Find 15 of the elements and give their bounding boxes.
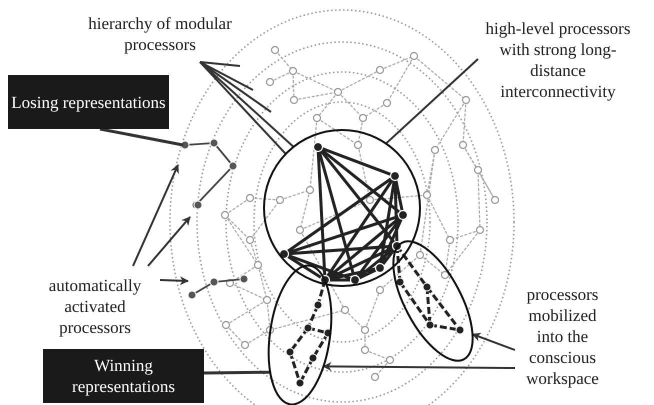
- annotation-text: processors mobilized into the conscious workspace: [515, 268, 610, 404]
- annotation-text: hierarchy of modular processors: [55, 6, 265, 62]
- arrow: [472, 332, 516, 351]
- annotation-text: automatically activated processors: [30, 266, 160, 346]
- arrow: [322, 362, 515, 371]
- arrow: [132, 164, 179, 266]
- callout-label: Winning representations: [43, 349, 204, 403]
- leader-line: [385, 58, 479, 144]
- arrow: [160, 276, 189, 286]
- leader-line: [199, 61, 272, 113]
- leader-line: [200, 61, 254, 91]
- callout-label: Losing representations: [8, 75, 169, 129]
- arrow: [147, 216, 191, 267]
- leader-line: [200, 61, 240, 67]
- annotation-text: high-level processors with strong long-distance interconnectivity: [478, 8, 638, 112]
